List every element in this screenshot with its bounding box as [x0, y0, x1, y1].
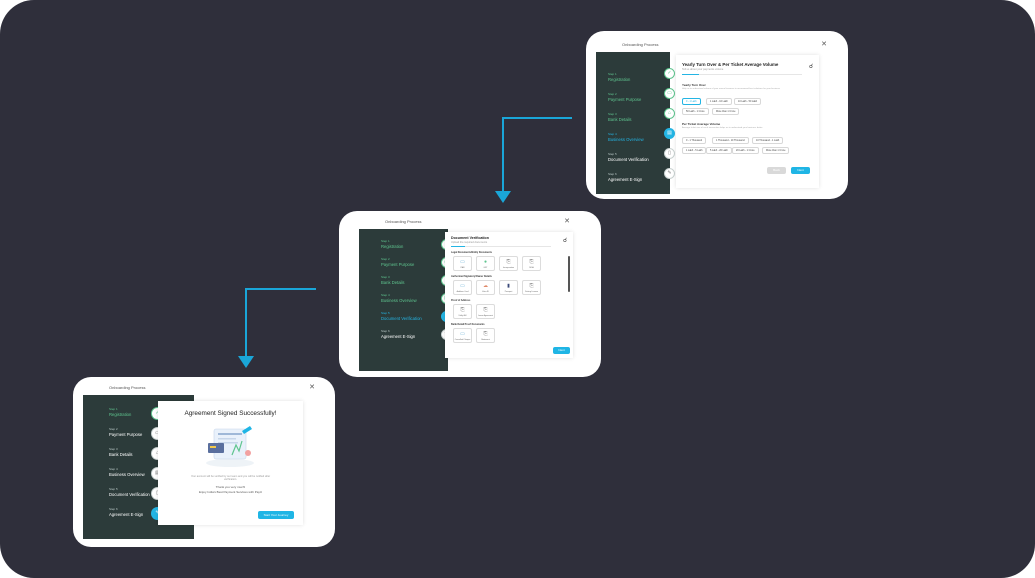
doc-tile[interactable]: ▮Passport: [499, 280, 518, 295]
bank-icon: ⌂: [664, 108, 675, 119]
arrow-down-icon: [495, 191, 511, 203]
arrow-down-icon: [238, 356, 254, 368]
doc-tile[interactable]: ▭Aadhaar Card: [453, 280, 472, 295]
business-overview-panel: Yearly Turn Over & Per Ticket Average Vo…: [676, 55, 819, 188]
ticket-heading: Per Ticket Average Volume: [682, 122, 721, 126]
doc-tile[interactable]: ☁Voter ID: [476, 280, 495, 295]
turnover-option[interactable]: 50 Lakh - 1 Crore: [682, 108, 709, 115]
ticket-option[interactable]: 5 Lakh - 20 Lakh: [706, 147, 732, 154]
turnover-option[interactable]: 10 Lakh - 50 Lakh: [734, 98, 762, 105]
turnover-desc: Help us to understand volume of your ann…: [682, 88, 781, 90]
ticket-option[interactable]: More than 1 Crore: [762, 147, 790, 154]
user-check-icon: ✓: [664, 68, 675, 79]
success-title: Agreement Signed Successfully!: [184, 410, 277, 417]
close-icon[interactable]: ✕: [309, 384, 315, 391]
document-verification-panel: Document Verification Upload the require…: [445, 232, 573, 358]
next-button[interactable]: Next: [791, 167, 810, 174]
agreement-success-panel: Agreement Signed Successfully! Your acco…: [158, 401, 303, 525]
ticket-option[interactable]: 0 - 1 Thousand: [682, 137, 707, 144]
address-proof-heading: Proof of Address: [451, 299, 471, 302]
doc-tile[interactable]: ⎘Statement: [476, 328, 495, 343]
doc-tile[interactable]: ●GST: [476, 256, 495, 271]
next-button[interactable]: Next: [553, 347, 570, 354]
doc-tile[interactable]: ⎘Lease Agreement: [476, 304, 495, 319]
sparkle-icon: ☌: [562, 238, 567, 244]
window-title: Onboarding Process: [622, 42, 659, 47]
card-icon: ▭: [664, 88, 675, 99]
ticket-option[interactable]: 10 Thousand - 1 Lakh: [752, 137, 784, 144]
ticket-option[interactable]: 1 Lakh - 5 Lakh: [682, 147, 707, 154]
legal-docs-heading: Legal Documents/Entity Documents: [451, 251, 492, 254]
close-icon[interactable]: ✕: [821, 41, 827, 48]
thanks-text: Thank you very much!: [215, 485, 246, 489]
success-message: Your account will be verified by our tea…: [190, 475, 271, 482]
panel-subtitle: Upload the required documents: [451, 241, 488, 244]
ticket-desc: Average ticket size of each transaction …: [682, 127, 763, 129]
close-icon[interactable]: ✕: [564, 218, 570, 225]
window-title: Onboarding Process: [385, 219, 422, 224]
doc-tile[interactable]: ▭PAN: [453, 256, 472, 271]
doc-tile[interactable]: ⎘MOA: [522, 256, 541, 271]
panel-title: Document Verification: [451, 236, 489, 240]
agreement-illustration: [206, 426, 254, 467]
connector-line-mid-h: [245, 288, 316, 290]
sparkle-icon: ☌: [808, 64, 813, 70]
turnover-heading: Yearly Turn Over: [682, 83, 706, 87]
ticket-option[interactable]: 1 Thousand - 10 Thousand: [712, 137, 749, 144]
chart-icon: ▤: [664, 128, 675, 139]
turnover-option[interactable]: More than 1 Crore: [712, 108, 740, 115]
doc-tile[interactable]: ⎘Utility Bill: [453, 304, 472, 319]
ticket-option[interactable]: 20 Lakh - 1 Crore: [732, 147, 759, 154]
progress-bar: [451, 246, 551, 247]
start-journey-button[interactable]: Start Your Journey: [258, 511, 294, 519]
sign-icon: ✎: [664, 168, 675, 179]
doc-tile[interactable]: ⎘Driving License: [522, 280, 541, 295]
bank-proof-heading: Bank Detail Proof Documents: [451, 323, 485, 326]
panel-subtitle: Tell us about your payments volume: [682, 68, 724, 71]
doc-icon: ▯: [664, 148, 675, 159]
signatory-heading: Authorized Signatory/Owner Details: [451, 275, 492, 278]
back-button[interactable]: Back: [767, 167, 786, 174]
window-title: Onboarding Process: [109, 385, 146, 390]
tagline-text: Enjoy India's Best Payment Services with…: [198, 490, 263, 494]
doc-tile[interactable]: ⎘Incorporation: [499, 256, 518, 271]
panel-title: Yearly Turn Over & Per Ticket Average Vo…: [682, 62, 779, 67]
connector-line-top-h: [502, 117, 572, 119]
turnover-option[interactable]: 1 Lakh - 10 Lakh: [706, 98, 732, 105]
progress-bar: [682, 74, 802, 75]
scrollbar[interactable]: [568, 256, 570, 292]
turnover-option[interactable]: 0 - 1 Lakh: [682, 98, 701, 105]
connector-line-top-v: [502, 117, 504, 191]
doc-tile[interactable]: ▭Cancelled Cheque: [453, 328, 472, 343]
connector-line-mid-v: [245, 288, 247, 356]
